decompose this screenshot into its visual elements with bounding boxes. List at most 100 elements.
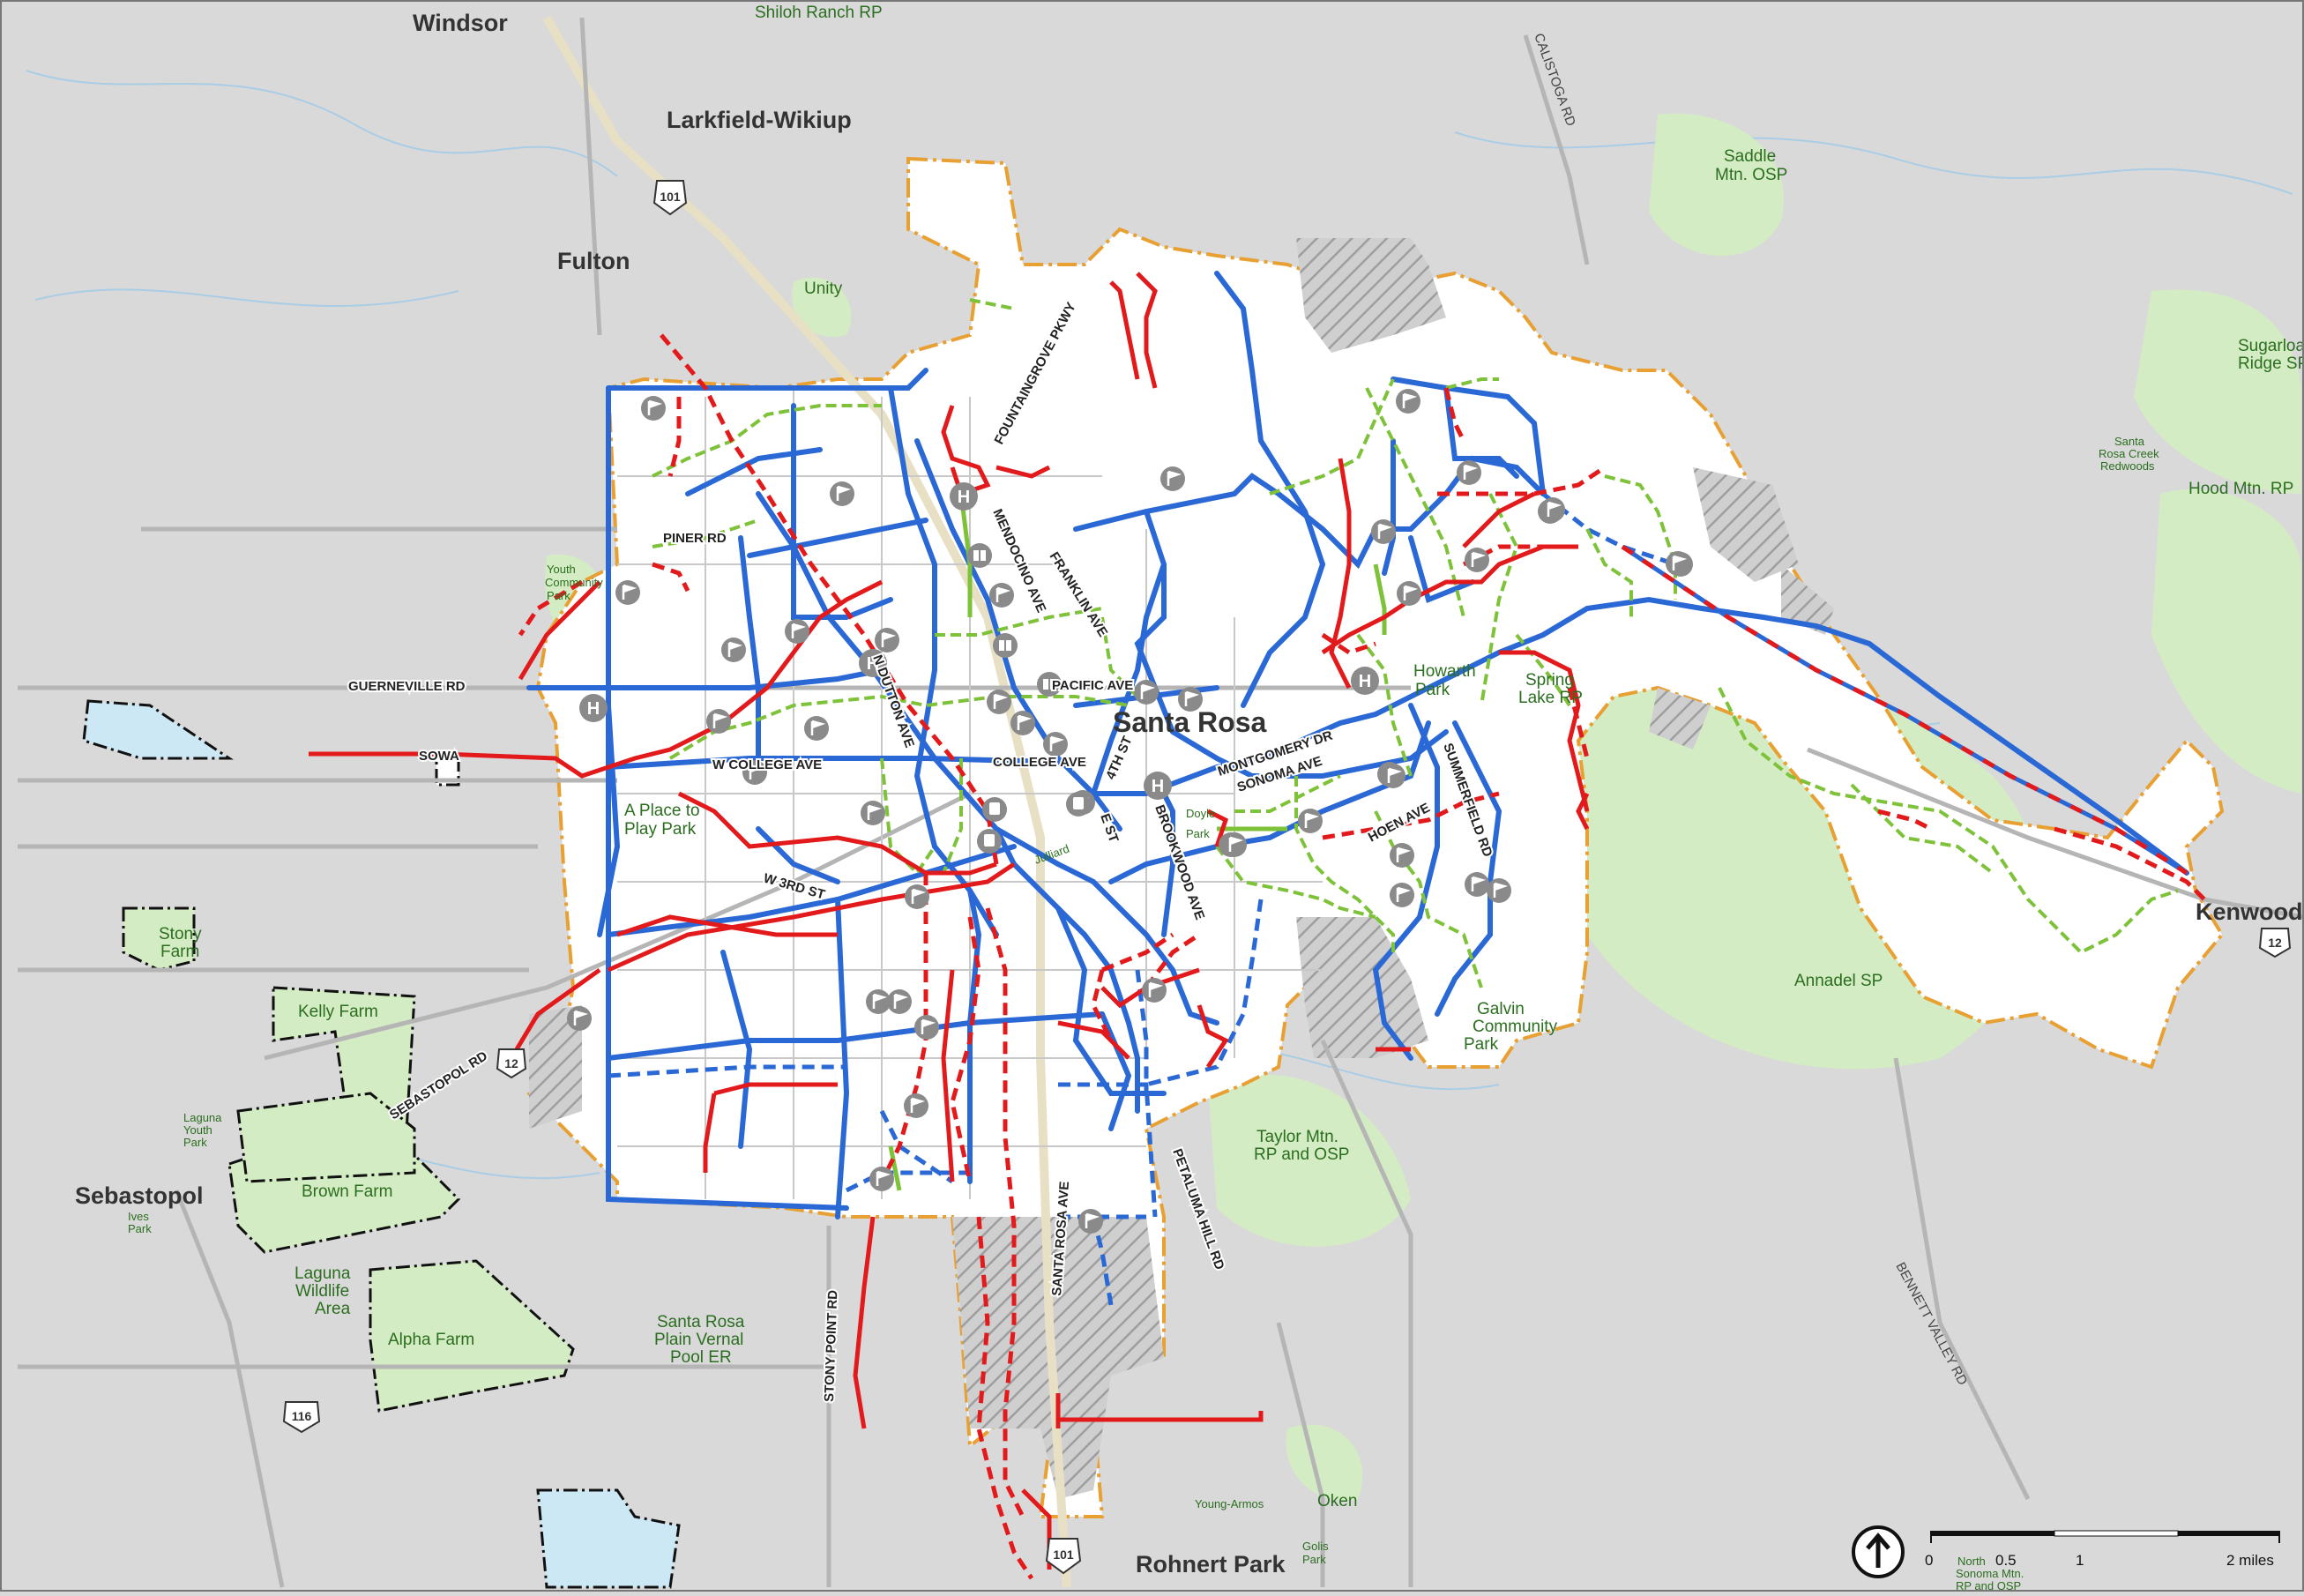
- park-label-sr-creek-3: Redwoods: [2100, 459, 2155, 473]
- hospital-icon: [579, 694, 608, 722]
- us101-north-label: 101: [660, 190, 681, 204]
- park-label-taylor-2: RP and OSP: [1254, 1145, 1349, 1164]
- street-label-w-college: W COLLEGE AVE: [712, 757, 822, 772]
- park-label-sr-creek-2: Rosa Creek: [2099, 447, 2159, 460]
- town-label-kenwood: Kenwood: [2196, 899, 2303, 925]
- park-label-sugarloaf-2: Ridge SP: [2238, 354, 2304, 373]
- us101-south-label: 101: [1053, 1548, 1074, 1562]
- rail-corridor: [1621, 544, 2188, 876]
- flag-icon: [1539, 496, 1567, 524]
- park-label-laguna-1: Laguna: [295, 1264, 351, 1283]
- flag-icon: [1664, 549, 1692, 578]
- park-label-ives-2: Park: [128, 1222, 152, 1235]
- flag-icon: [1369, 518, 1398, 546]
- park-label-galvin-3: Park: [1464, 1035, 1499, 1054]
- park-label-ives-1: Ives: [128, 1210, 149, 1223]
- flag-icon: [828, 480, 856, 508]
- park-label-golis-1: Golis: [1302, 1540, 1329, 1553]
- park-label-howarth-1: Howarth: [1413, 662, 1476, 681]
- park-label-sr-creek-1: Santa: [2114, 435, 2145, 448]
- unincorporated-areas: [529, 238, 1834, 1499]
- street-label-piner: PINER RD: [663, 531, 727, 546]
- park-label-brown: Brown Farm: [302, 1182, 392, 1201]
- flag-icon: [1041, 730, 1070, 758]
- proposed-bikeways-dashed: [518, 333, 2206, 1580]
- town-label-windsor: Windsor: [413, 10, 508, 36]
- flag-icon: [1394, 387, 1422, 415]
- park-label-plain-1: Santa Rosa: [657, 1313, 745, 1331]
- highway-shields: 101 101 12 12 116: [282, 180, 2292, 1575]
- park-label-laguna-youth-1: Laguna: [183, 1111, 222, 1124]
- hospital-icon: [950, 482, 978, 511]
- us101-shield-north: 101: [652, 180, 688, 216]
- ca12-west-label: 12: [504, 1056, 518, 1070]
- flag-icon: [1379, 762, 1407, 790]
- flag-icon: [720, 636, 748, 664]
- flag-icon: [1463, 546, 1491, 574]
- flag-icon: [1132, 678, 1160, 706]
- map-scale: 0 0.5 1 2 miles: [1852, 1525, 2280, 1578]
- flag-icon: [614, 578, 642, 607]
- park-label-aplace-2: Play Park: [624, 820, 697, 839]
- park-label-alpha: Alpha Farm: [388, 1331, 474, 1349]
- flag-icon: [565, 1004, 593, 1033]
- park-label-spring-2: Lake RP: [1518, 689, 1583, 707]
- park-label-plain-2: Plain Vernal: [654, 1331, 743, 1349]
- flag-icon: [1388, 841, 1416, 869]
- flag-icon: [988, 581, 1016, 609]
- trails: [652, 298, 2179, 988]
- scale-tick-1: 1: [2076, 1552, 2084, 1569]
- transit-icon: [1066, 792, 1091, 817]
- park-label-saddle-2: Mtn. OSP: [1715, 166, 1787, 184]
- library-icon: [966, 542, 993, 569]
- scale-tick-2: 2 miles: [2226, 1552, 2274, 1569]
- park-label-kelly: Kelly Farm: [298, 1003, 378, 1021]
- park-label-stony-1: Stony: [159, 925, 202, 943]
- flag-icon: [873, 626, 901, 654]
- park-label-stony-2: Farm: [160, 943, 199, 961]
- flag-icon: [859, 799, 887, 827]
- park-label-taylor-1: Taylor Mtn.: [1256, 1128, 1338, 1146]
- flag-icon: [1159, 465, 1187, 493]
- flag-icon: [1140, 976, 1168, 1004]
- flag-icon: [1296, 807, 1324, 835]
- town-label-sebastopol: Sebastopol: [75, 1182, 204, 1209]
- park-label-laguna-youth-3: Park: [183, 1136, 207, 1149]
- flag-icon: [1388, 881, 1416, 909]
- park-label-doyle-1: Doyle: [1186, 807, 1215, 820]
- park-label-young-armos: Young-Armos: [1195, 1497, 1264, 1510]
- flag-icon: [1077, 1207, 1105, 1235]
- ca116-shield: 116: [282, 1401, 321, 1434]
- park-label-unity: Unity: [804, 280, 843, 298]
- park-label-plain-3: Pool ER: [670, 1348, 732, 1367]
- flag-icon: [1463, 870, 1491, 899]
- scale-tick-half: 0.5: [1995, 1552, 2017, 1569]
- town-label-fulton: Fulton: [557, 248, 630, 274]
- flag-icon: [783, 617, 811, 645]
- park-label-youth-3: Park: [547, 589, 570, 602]
- street-label-college: COLLEGE AVE: [993, 755, 1086, 770]
- town-label-santa-rosa: Santa Rosa: [1113, 706, 1266, 738]
- flag-icon: [985, 688, 1013, 716]
- scale-tick-0: 0: [1925, 1552, 1933, 1569]
- park-label-galvin-2: Community: [1473, 1018, 1558, 1036]
- us101-shield-south: 101: [1045, 1538, 1082, 1575]
- hospital-icon: [1351, 667, 1379, 695]
- flag-icon: [1455, 459, 1483, 487]
- ca12-east-label: 12: [2268, 936, 2282, 950]
- flag-icon: [885, 988, 913, 1016]
- flag-icon: [639, 394, 667, 422]
- park-label-hood: Hood Mtn. RP: [2188, 480, 2293, 498]
- transit-icon: [977, 829, 1002, 854]
- ca116-label: 116: [292, 1409, 312, 1423]
- park-label-north-sonoma-2: Sonoma Mtn.: [1956, 1567, 2024, 1580]
- town-label-rohnert-park: Rohnert Park: [1136, 1551, 1286, 1577]
- transit-icon: [982, 797, 1007, 822]
- park-label-youth-1: Youth: [547, 563, 576, 576]
- flag-icon: [705, 707, 733, 735]
- park-label-laguna-3: Area: [315, 1300, 351, 1318]
- flag-icon: [1009, 709, 1037, 737]
- park-label-north-sonoma-1: North: [1957, 1555, 1986, 1568]
- park-label-north-sonoma-3: RP and OSP: [1956, 1579, 2021, 1592]
